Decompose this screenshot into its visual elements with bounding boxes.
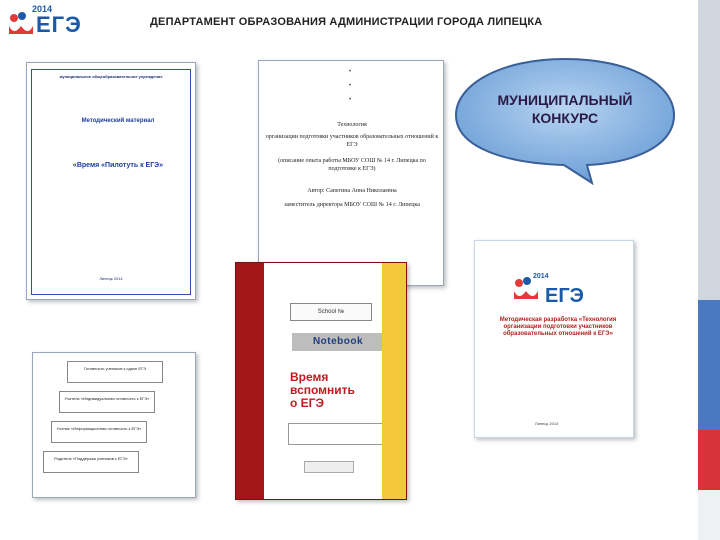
ege-logo-icon — [514, 277, 538, 299]
doc4-logo-text: ЕГЭ — [545, 285, 584, 307]
diagram-step: Готовность учеников к сдаче ЕГЭ — [67, 361, 163, 383]
document-thumbnail-1[interactable]: муниципальное общеобразовательное учрежд… — [26, 62, 196, 300]
notebook-big-line-3: о ЕГЭ — [290, 396, 325, 410]
bubble-text: МУНИЦИПАЛЬНЫЙ КОНКУРС — [452, 91, 678, 127]
notebook-school-box: School № — [290, 303, 372, 321]
doc4-footer: Липецк 2014 — [535, 421, 559, 426]
page-title: ДЕПАРТАМЕНТ ОБРАЗОВАНИЯ АДМИНИСТРАЦИИ ГО… — [150, 16, 543, 28]
notebook-footer-box — [288, 423, 384, 445]
right-band-light — [698, 490, 720, 540]
diagram-step: Ученик «Информационная готовность к ЕГЭ» — [51, 421, 147, 443]
notebook-left-panel — [236, 263, 264, 499]
diagram-thumbnail[interactable]: Готовность учеников к сдаче ЕГЭ Учитель … — [32, 352, 196, 498]
bubble-line-1: МУНИЦИПАЛЬНЫЙ — [497, 92, 633, 108]
notebook-center: School № Notebook Время вспомнить о ЕГЭ — [264, 263, 384, 499]
doc2-line-4: Автор: Сапегина Анна Николаевна — [307, 188, 397, 194]
doc2-line-3: (описание опыта работы МБОУ СОШ № 14 г. … — [278, 158, 426, 172]
speech-bubble-shape — [454, 57, 676, 185]
doc2-line-5: заместитель директора МБОУ СОШ № 14 г. Л… — [284, 202, 420, 208]
notebook-big-line-1: Время — [290, 370, 329, 384]
speech-bubble: МУНИЦИПАЛЬНЫЙ КОНКУРС — [452, 55, 678, 185]
right-band-blue — [698, 300, 720, 430]
bubble-line-2: КОНКУРС — [531, 110, 599, 126]
logo-year: 2014 — [32, 4, 53, 14]
bullet-icon: • — [349, 69, 352, 75]
document-thumbnail-4[interactable]: 2014 ЕГЭ Методическая разработка «Технол… — [474, 240, 634, 438]
notebook-bottom-bar — [304, 461, 354, 473]
bullet-icon: • — [349, 97, 352, 103]
doc1-mid-text-2: «Время «Пилотуть к ЕГЭ» — [72, 162, 164, 169]
doc4-logo-year: 2014 — [533, 273, 549, 280]
doc4-red-text: Методическая разработка «Технология орга… — [499, 317, 617, 337]
ege-logo-icon — [9, 12, 33, 34]
bullet-icon: • — [349, 83, 352, 89]
notebook-title: Notebook — [292, 333, 384, 351]
notebook-big-line-2: вспомнить — [290, 383, 355, 397]
ege-logo: 2014 ЕГЭ — [6, 4, 92, 42]
notebook-right-panel — [382, 263, 406, 499]
right-band-red — [698, 430, 720, 490]
logo-text: ЕГЭ — [36, 12, 82, 37]
diagram-step: Родитель «Поддержка учеников к ЕГЭ» — [43, 451, 139, 473]
doc1-bottom-text: Липецк 2014 — [99, 276, 123, 281]
doc2-line-2: организации подготовки участников образо… — [265, 134, 439, 148]
notebook-big-text: Время вспомнить о ЕГЭ — [290, 371, 378, 410]
document-border: муниципальное общеобразовательное учрежд… — [31, 69, 191, 295]
document-thumbnail-2[interactable]: • • • Технология организации подготовки … — [258, 60, 444, 286]
notebook-thumbnail[interactable]: School № Notebook Время вспомнить о ЕГЭ — [235, 262, 407, 500]
doc2-line-1: Технология — [337, 122, 367, 128]
doc1-top-text: муниципальное общеобразовательное учрежд… — [59, 74, 163, 79]
doc1-mid-text-1: Методический материал — [81, 118, 155, 124]
diagram-step: Учитель «Индивидуальная готовность к ЕГЭ… — [59, 391, 155, 413]
